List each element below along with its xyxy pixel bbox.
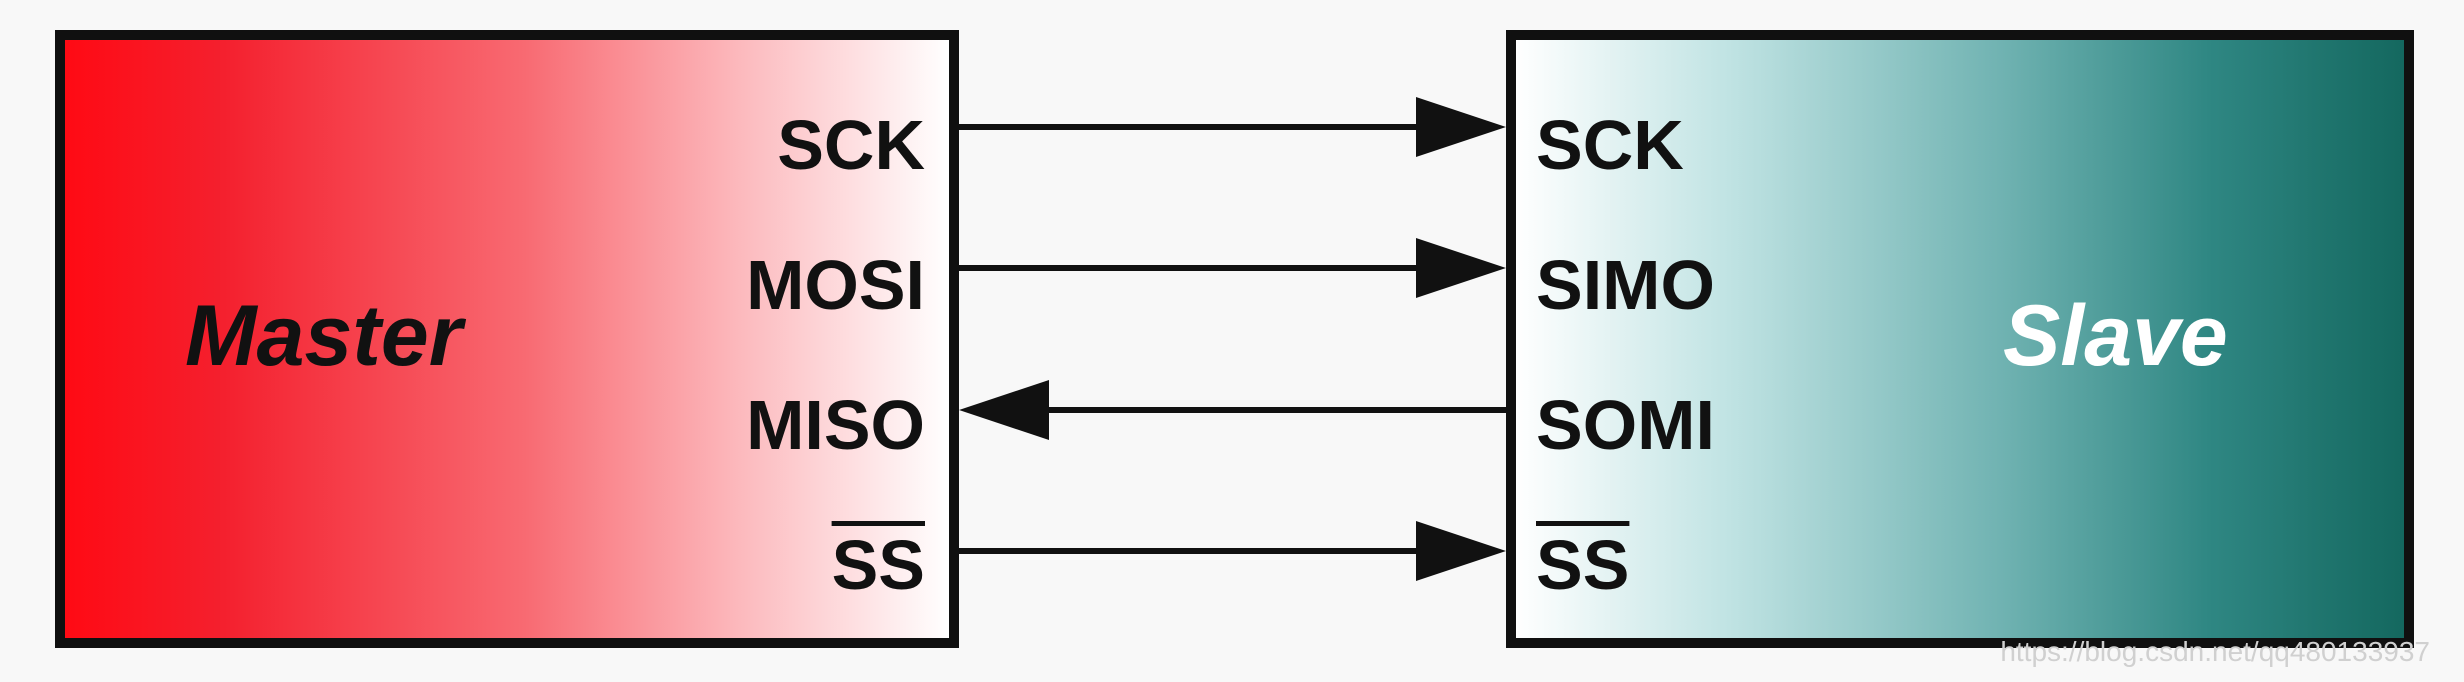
slave-pin-somi: SOMI: [1536, 386, 1715, 464]
sck-arrowhead-icon: [1416, 97, 1506, 157]
master-block: Master SCK MOSI MISO SS: [55, 30, 959, 648]
watermark: https://blog.csdn.net/qq480133937: [2000, 636, 2430, 667]
miso-arrowhead-icon: [959, 380, 1049, 440]
master-pin-mosi: MOSI: [746, 246, 925, 324]
ss-arrowhead-icon: [1416, 521, 1506, 581]
slave-pin-sck: SCK: [1536, 106, 1684, 184]
master-pin-sck: SCK: [777, 106, 925, 184]
slave-block: Slave SCK SIMO SOMI SS: [1506, 30, 2414, 648]
mosi-arrowhead-icon: [1416, 238, 1506, 298]
master-pin-ss: SS: [831, 526, 925, 604]
slave-pin-simo: SIMO: [1536, 246, 1715, 324]
slave-title: Slave: [2003, 288, 2228, 384]
master-title: Master: [185, 288, 463, 384]
master-pin-miso: MISO: [746, 386, 925, 464]
slave-pin-ss: SS: [1536, 526, 1630, 604]
